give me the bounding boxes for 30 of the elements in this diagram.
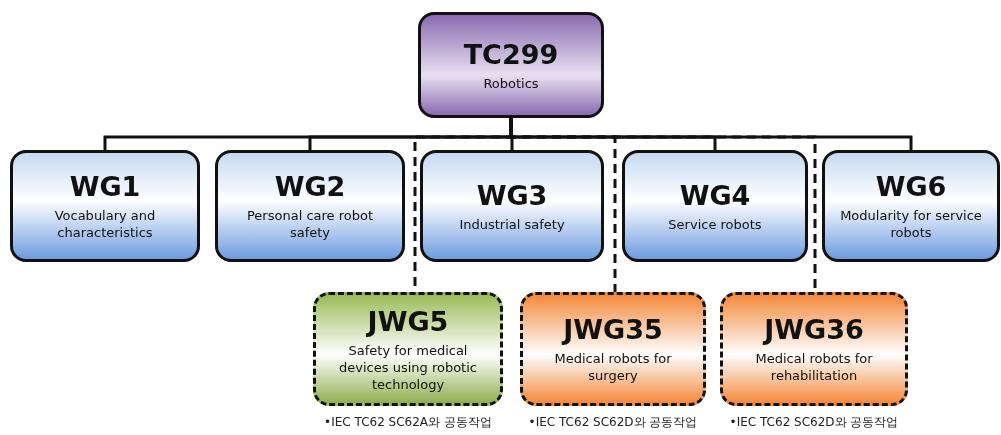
- working-group-box: [420, 150, 604, 262]
- group-code: JWG35: [563, 314, 663, 346]
- working-group-box: [622, 150, 808, 262]
- joint-group-box: [720, 292, 908, 406]
- group-code: JWG36: [764, 314, 864, 346]
- group-title: Medical robots for surgery: [553, 350, 673, 384]
- group-title: Robotics: [482, 74, 540, 92]
- group-code: TC299: [463, 38, 559, 71]
- note-text: •IEC TC62 SC62D와 공동작업: [527, 414, 699, 431]
- note-text: •IEC TC62 SC62A와 공동작업: [323, 414, 493, 431]
- group-code: WG2: [274, 171, 346, 203]
- group-title: Industrial safety: [458, 215, 566, 233]
- joint-group-box: [520, 292, 706, 406]
- joint-group-box: [313, 292, 503, 406]
- group-title: Vocabulary and characteristics: [53, 207, 157, 241]
- group-code: WG4: [679, 179, 751, 212]
- group-title: Safety for medical devices using robotic technology: [338, 341, 478, 393]
- group-code: WG6: [875, 171, 947, 203]
- working-group-box: [822, 150, 1000, 262]
- group-title: Modularity for service robots: [839, 207, 983, 241]
- group-title: Service robots: [667, 215, 763, 233]
- working-group-box: [10, 150, 200, 262]
- committee-box: [418, 12, 604, 118]
- group-code: WG3: [476, 179, 548, 212]
- group-title: Medical robots for rehabilitation: [754, 350, 874, 384]
- group-code: WG1: [69, 171, 141, 203]
- working-group-box: [215, 150, 405, 262]
- note-text: •IEC TC62 SC62D와 공동작업: [728, 414, 900, 431]
- group-title: Personal care robot safety: [246, 207, 374, 241]
- group-code: JWG5: [367, 305, 449, 338]
